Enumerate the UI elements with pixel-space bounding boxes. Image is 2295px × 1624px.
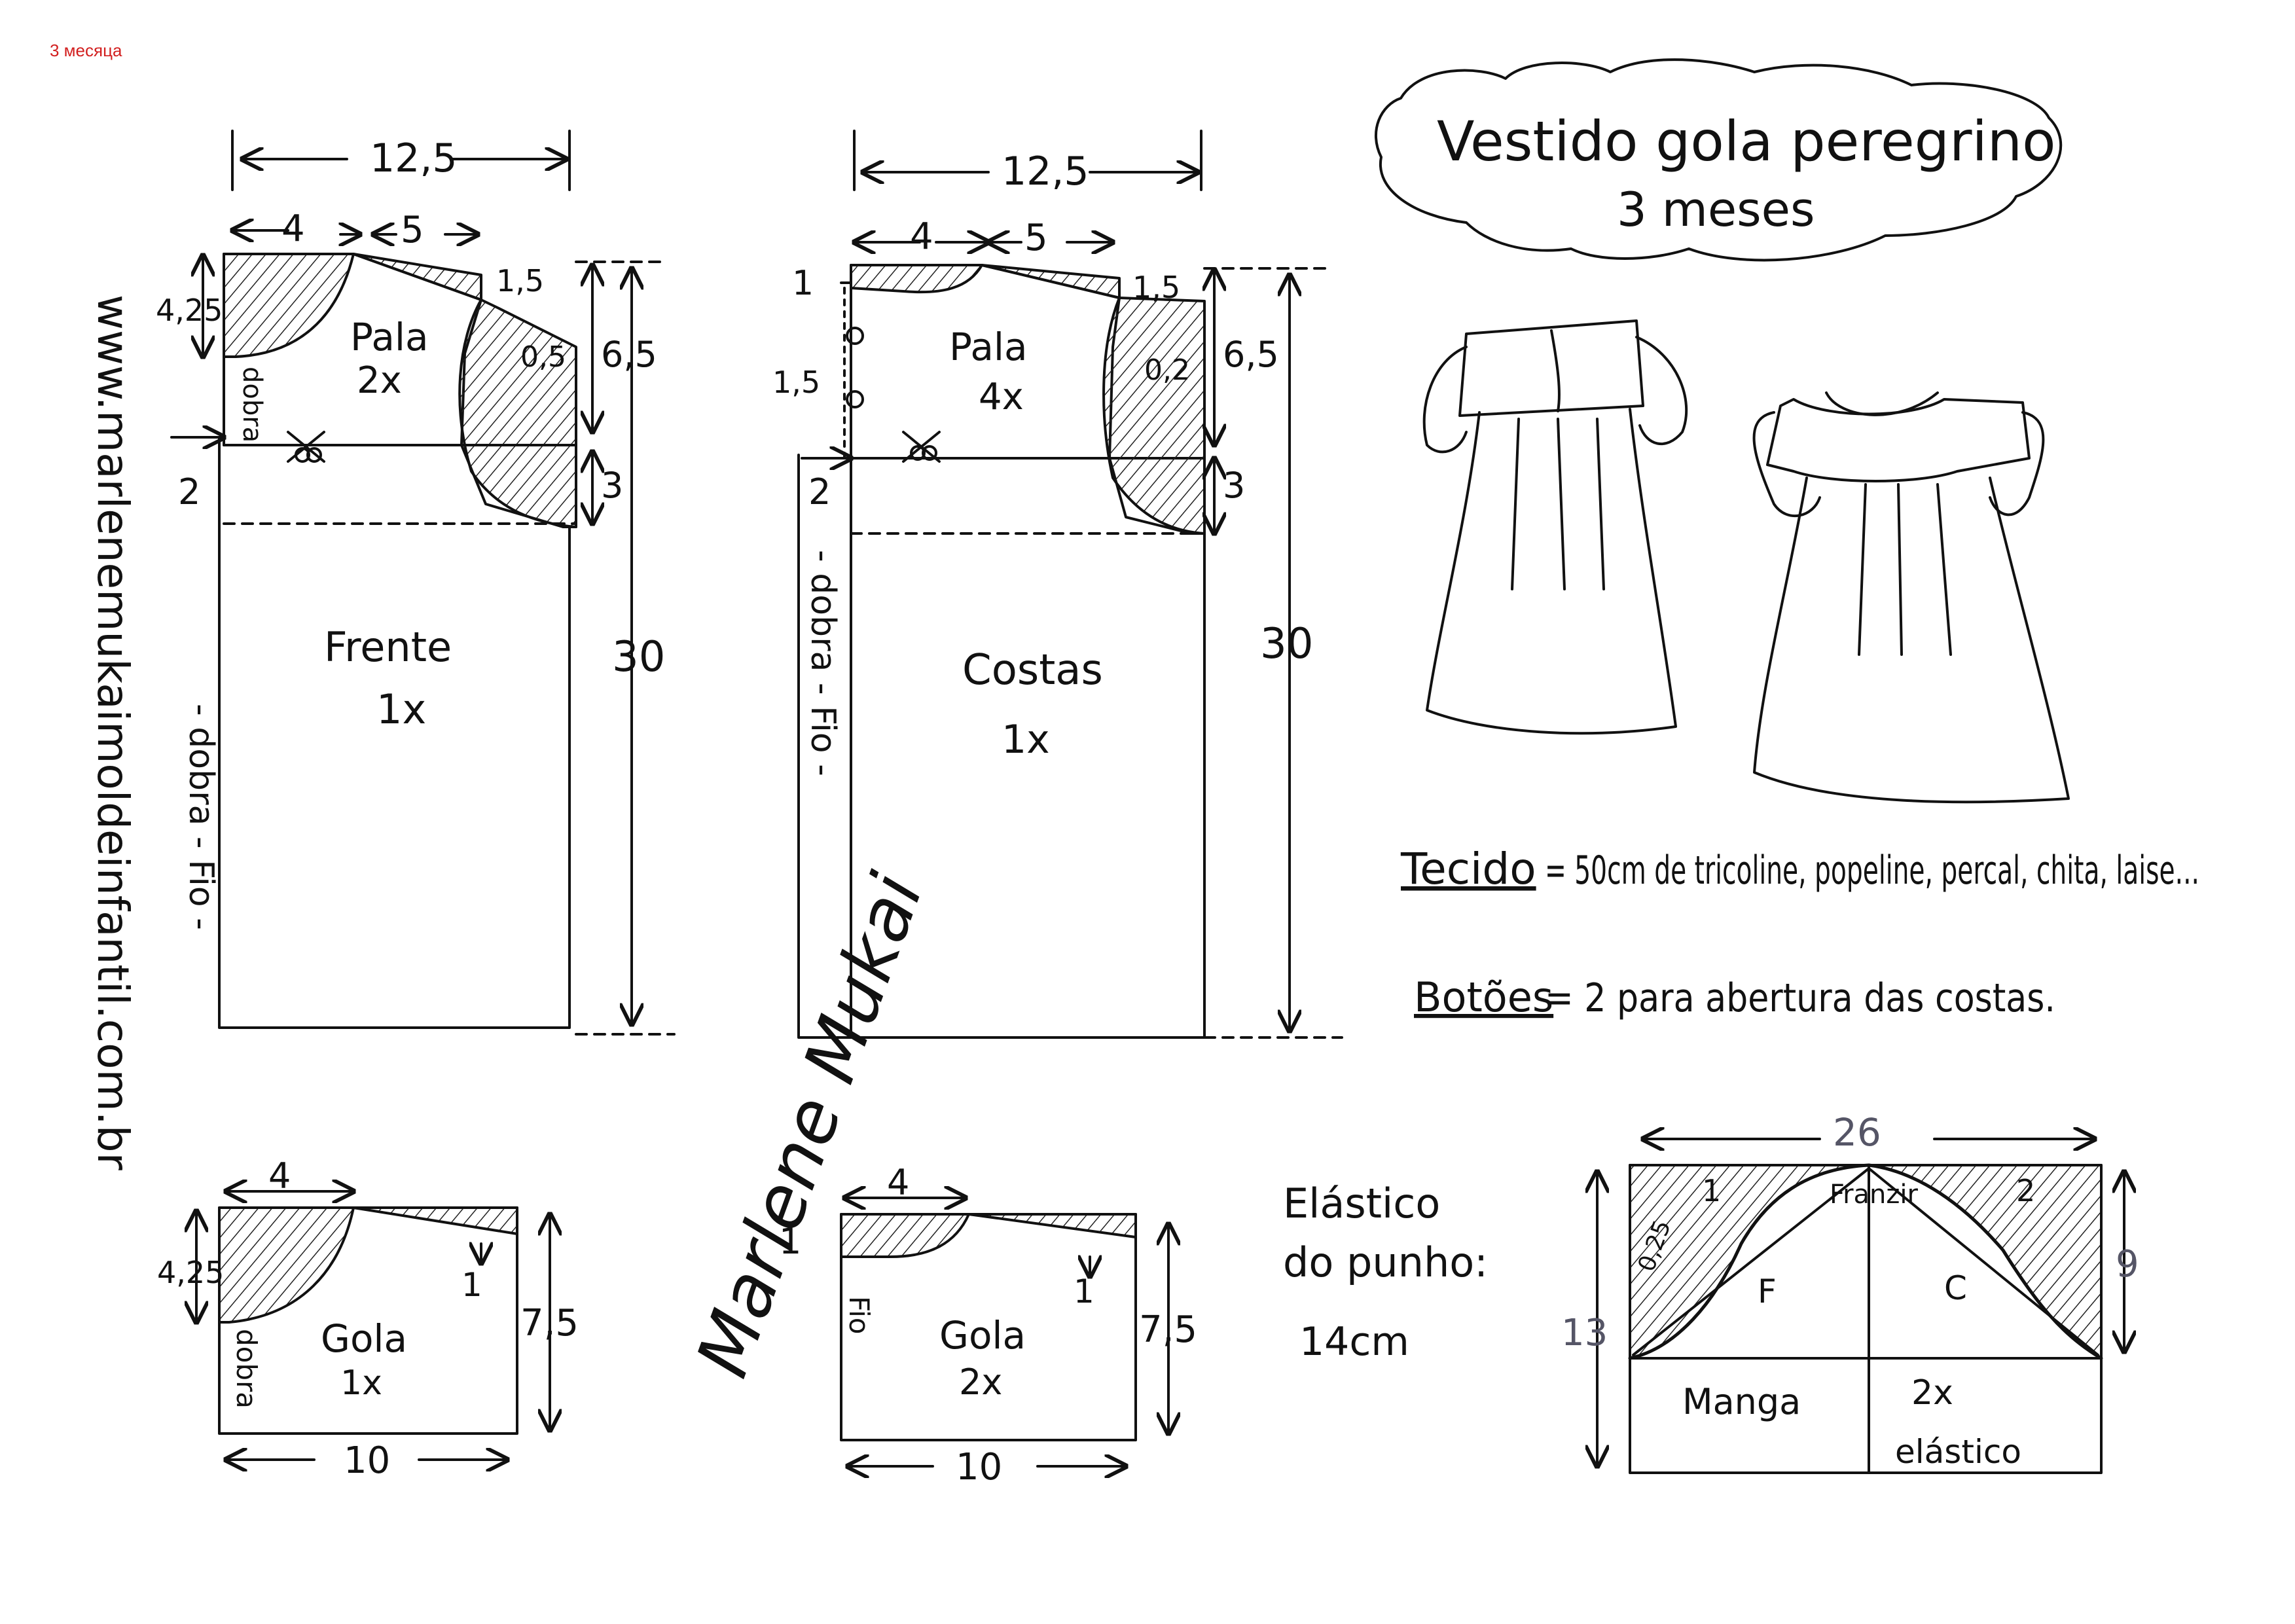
- elastic-line-2: do punho:: [1283, 1238, 1488, 1286]
- front-width: 12,5: [370, 135, 458, 181]
- sleeve-ease-a: 1: [1702, 1173, 1721, 1208]
- collar-back-neck-width: 4: [887, 1162, 909, 1203]
- collar-back-height: 7,5: [1139, 1308, 1197, 1351]
- sleeve-back-mark: C: [1944, 1269, 1967, 1307]
- back-yoke-height: 6,5: [1223, 334, 1279, 375]
- fabric-label: Tecido: [1400, 844, 1536, 894]
- sleeve-label: Manga: [1682, 1381, 1801, 1422]
- front-fold-step: 2: [178, 471, 200, 513]
- back-fold-note: - dobra - Fio -: [803, 550, 842, 776]
- corner-tag: 3 месяца: [50, 41, 122, 60]
- sleeve-front-mark: F: [1758, 1272, 1777, 1310]
- sleeve-cap-height: 9: [2116, 1243, 2139, 1286]
- back-body-label: Costas: [962, 646, 1103, 695]
- collar-front-drop: 1: [461, 1266, 482, 1304]
- sleeve-piece: [1597, 1139, 2124, 1474]
- title-cloud-outline: [1375, 58, 2063, 262]
- front-shoulder-width: 5: [401, 209, 424, 251]
- collar-front-neck-width: 4: [268, 1155, 291, 1197]
- website-url: www.marlenemukaimoldeinfantil.com.br: [88, 295, 138, 1171]
- sleeve-qty: 2x: [1911, 1373, 1953, 1413]
- collar-front-height: 7,5: [520, 1302, 579, 1344]
- sleeve-note: elástico: [1895, 1433, 2021, 1471]
- front-fold-note: - dobra - Fio -: [181, 704, 221, 930]
- back-shoulder-drop: 1,5: [1132, 270, 1180, 305]
- back-button-gap: 1,5: [772, 365, 820, 400]
- sleeve-gather: Franzir: [1830, 1180, 1919, 1210]
- sleeve-width: 26: [1833, 1110, 1881, 1155]
- back-neck-depth: 1: [792, 264, 814, 303]
- collar-back-piece: [840, 1198, 1168, 1466]
- back-total-height: 30: [1260, 620, 1313, 668]
- buttons-text: = 2 para abertura das costas.: [1545, 975, 2055, 1021]
- sleeve-ease-b: 2: [2016, 1173, 2035, 1208]
- front-yoke-fold: dobra: [237, 367, 267, 442]
- collar-back-grain: Fio: [843, 1296, 875, 1334]
- collar-back-qty: 2x: [959, 1362, 1002, 1403]
- sleeve-height: 13: [1561, 1312, 1608, 1354]
- dress-sketch-back: [1422, 319, 1688, 735]
- front-yoke-qty: 2x: [357, 359, 402, 402]
- collar-back-neck-depth: 1: [779, 1221, 801, 1262]
- fabric-text: = 50cm de tricoline, popeline, percal, c…: [1545, 848, 2199, 893]
- signature: Marlene Mukai: [680, 863, 939, 1387]
- collar-front-width: 10: [344, 1439, 390, 1482]
- back-width: 12,5: [1002, 149, 1089, 194]
- back-shoulder-width: 5: [1024, 217, 1048, 259]
- front-body-qty: 1x: [376, 685, 426, 733]
- back-extra: 3: [1223, 465, 1245, 506]
- collar-front-piece: [196, 1191, 550, 1460]
- back-yoke-label: Pala: [949, 325, 1028, 369]
- collar-front-label: Gola: [321, 1316, 407, 1361]
- back-armhole: 0,2: [1144, 353, 1190, 387]
- collar-front-fold: dobra: [230, 1329, 262, 1409]
- elastic-line-1: Elástico: [1283, 1180, 1440, 1227]
- back-fold-step: 2: [808, 471, 831, 513]
- front-total-height: 30: [612, 633, 665, 681]
- front-yoke-height: 6,5: [601, 334, 657, 375]
- collar-front-qty: 1x: [340, 1363, 382, 1403]
- front-body-label: Frente: [324, 623, 452, 671]
- front-yoke-label: Pala: [350, 315, 429, 359]
- dress-sketch-front: [1752, 391, 2070, 804]
- front-piece: [170, 130, 676, 1036]
- title-line-2: 3 meses: [1617, 182, 1815, 237]
- collar-back-drop: 1: [1074, 1272, 1094, 1310]
- back-body-qty: 1x: [1002, 717, 1050, 763]
- collar-back-label: Gola: [939, 1313, 1026, 1358]
- collar-front-neck-depth: 4,25: [157, 1255, 224, 1290]
- title-line-1: Vestido gola peregrino: [1437, 109, 2056, 173]
- back-yoke-qty: 4x: [979, 376, 1024, 418]
- front-neck-width: 4: [281, 208, 305, 250]
- front-shoulder-drop: 1,5: [496, 263, 544, 298]
- buttons-label: Botões: [1414, 973, 1553, 1021]
- front-extra: 3: [601, 465, 623, 506]
- elastic-value: 14cm: [1299, 1319, 1409, 1365]
- front-armhole: 0,5: [520, 340, 566, 374]
- front-neck-depth: 4,25: [156, 293, 223, 328]
- back-piece: [797, 130, 1343, 1039]
- collar-back-width: 10: [956, 1446, 1002, 1489]
- back-neck-width: 4: [910, 215, 933, 258]
